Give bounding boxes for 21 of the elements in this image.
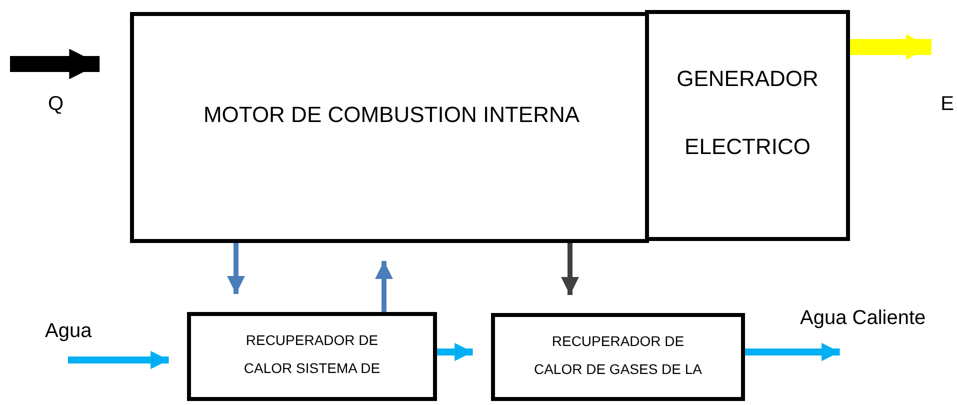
arrow — [437, 342, 473, 362]
process-box — [187, 312, 437, 401]
arrow — [375, 261, 393, 312]
edge-label: Q — [48, 93, 64, 116]
process-box — [130, 12, 649, 243]
arrow — [561, 243, 579, 295]
edge-label: Agua Caliente — [800, 307, 926, 330]
arrow — [745, 342, 840, 362]
box-text: RECUPERADOR DE CALOR SISTEMA DE — [242, 331, 382, 378]
arrow — [227, 243, 245, 294]
edge-label: Agua — [45, 320, 92, 343]
arrow — [10, 48, 100, 80]
box-text: RECUPERADOR DE CALOR DE GASES DE LA — [532, 332, 704, 379]
arrow — [850, 34, 932, 60]
edge-label: E — [940, 93, 954, 116]
box-text: MOTOR DE COMBUSTION INTERNA — [203, 102, 580, 128]
arrow — [68, 350, 169, 370]
box-text: GENERADOR — [676, 66, 818, 92]
process-box — [645, 10, 850, 241]
box-text: ELECTRICO — [684, 134, 810, 160]
process-box — [491, 313, 745, 401]
